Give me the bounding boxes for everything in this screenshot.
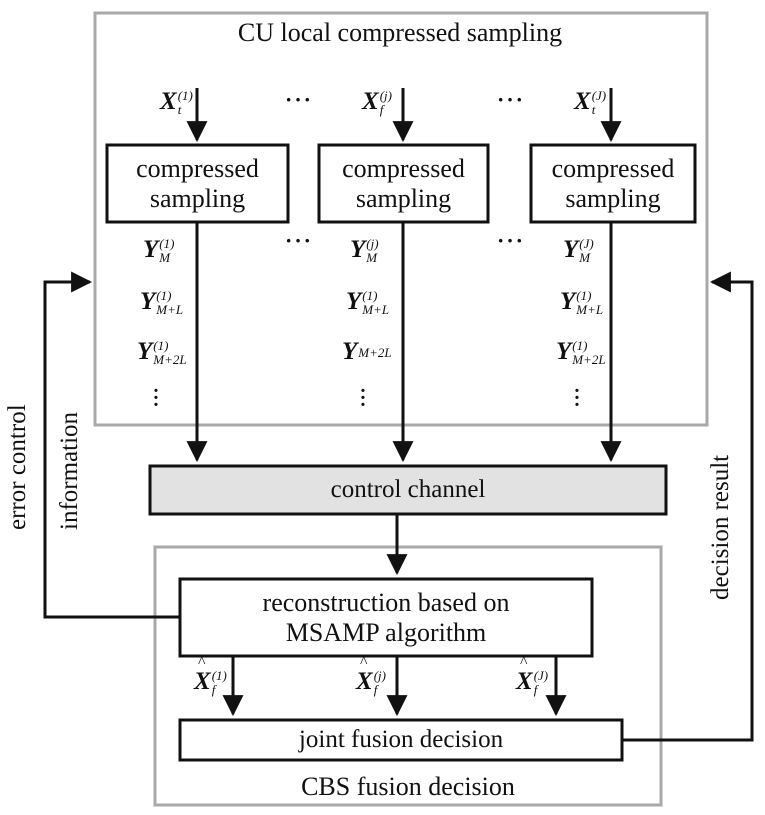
out-base-2-2: Y (346, 288, 362, 315)
compressed-sampling-label-1: compressed sampling (107, 145, 288, 222)
out-sup-1-3: (1) (153, 338, 169, 354)
output-symbol-3-3: Y(1)M+2L (556, 338, 606, 367)
out-base-2-3: Y (342, 338, 358, 365)
cs-line1-1: compressed (136, 153, 259, 183)
output-symbol-1-1: Y(1)M (143, 236, 174, 265)
input-symbol-2: X(j)f (362, 88, 392, 117)
est-sup-3: (J) (533, 668, 549, 684)
reconstruction-label: reconstruction based on MSAMP algorithm (180, 579, 592, 656)
cs-line1-3: compressed (551, 153, 675, 183)
input-sub-1: t (177, 102, 182, 118)
output-symbol-1-3: Y(1)M+2L (137, 338, 187, 367)
est-sub-1: f (211, 682, 216, 698)
out-sup-3-2: (1) (576, 288, 592, 304)
ellipsis-input-2: ··· (497, 87, 526, 112)
input-symbol-3: X(J)t (574, 88, 606, 117)
ellipsis-input-1: ··· (285, 87, 314, 112)
cs-line1-2: compressed (342, 153, 465, 183)
cs-line2-2: sampling (355, 183, 452, 213)
out-sup-3-3: (1) (572, 338, 588, 354)
out-sub-3-2: M+L (576, 302, 604, 318)
out-sub-2-1: M (366, 250, 378, 266)
input-sup-1: (1) (177, 88, 193, 104)
vertical-ellipsis-1: ··· (152, 380, 160, 416)
control-channel-label: control channel (330, 476, 486, 503)
out-sup-1-2: (1) (156, 288, 172, 304)
input-symbol-1: X(1)t (160, 88, 193, 117)
cs-line2-1: sampling (149, 183, 246, 213)
est-base-3: X (516, 654, 533, 696)
est-sub-2: f (373, 682, 378, 698)
out-sub-3-1: M (579, 250, 591, 266)
out-sub-3-3: M+2L (572, 352, 606, 368)
left-feedback-line (43, 271, 180, 619)
bottom-region-frame (153, 545, 663, 807)
compressed-sampling-label-3: compressed sampling (531, 145, 695, 222)
compressed-sampling-label-2: compressed sampling (319, 145, 488, 222)
reconstruction-line2: MSAMP algorithm (285, 617, 487, 647)
left-feedback-line1: error control (4, 404, 31, 530)
est-sup-2: (j) (373, 668, 386, 684)
top-region-frame (93, 11, 709, 427)
top-region-title: CU local compressed sampling (237, 18, 563, 47)
input-sub-3: t (591, 102, 596, 118)
left-feedback-line2: information (56, 411, 83, 530)
right-feedback-label: decision result (707, 454, 734, 600)
out-base-1-2: Y (140, 288, 156, 315)
out-base-3-2: Y (560, 288, 576, 315)
out-sub-1-3: M+2L (153, 352, 187, 368)
right-feedback-line (622, 271, 754, 742)
out-base-1-1: Y (143, 236, 159, 263)
input-sub-2: f (379, 102, 384, 118)
out-base-2-1: Y (350, 236, 366, 263)
vertical-ellipsis-3: ··· (573, 380, 581, 416)
input-sup-2: (j) (379, 88, 392, 104)
est-sub-3: f (533, 682, 538, 698)
output-symbol-1-2: Y(1)M+L (140, 288, 183, 317)
out-sup-1-1: (1) (159, 236, 175, 252)
output-symbol-2-1: Y(j)M (350, 236, 379, 265)
reconstruction-line1: reconstruction based on (262, 587, 510, 617)
out-base-1-3: Y (137, 338, 153, 365)
out-sub-1-2: M+L (156, 302, 184, 318)
out-sub-2-3: M+2L (358, 345, 392, 361)
est-base-1: X (194, 654, 211, 696)
cs-line2-3: sampling (565, 183, 661, 213)
out-base-3-3: Y (556, 338, 572, 365)
vertical-ellipsis-2: ··· (359, 380, 367, 416)
estimate-symbol-2: X(j)f (356, 654, 386, 698)
out-sub-1-1: M (159, 250, 171, 266)
ellipsis-output-1: ··· (285, 228, 314, 253)
input-base-2: X (362, 88, 379, 115)
est-sup-1: (1) (211, 668, 227, 684)
out-sup-2-2: (1) (362, 288, 378, 304)
bottom-region-title: CBS fusion decision (301, 772, 515, 801)
input-sup-3: (J) (591, 88, 607, 104)
joint-fusion-label: joint fusion decision (298, 726, 504, 753)
estimate-symbol-3: X(J)f (516, 654, 549, 698)
estimate-symbol-1: X(1)f (194, 654, 227, 698)
out-sub-2-2: M+L (362, 302, 390, 318)
est-base-2: X (356, 654, 373, 696)
ellipsis-output-2: ··· (497, 228, 526, 253)
output-symbol-2-2: Y(1)M+L (346, 288, 389, 317)
output-symbol-3-1: Y(J)M (563, 236, 594, 265)
compressed-sampling-box-3 (529, 143, 697, 224)
out-sup-2-1: (j) (366, 236, 379, 252)
input-base-1: X (160, 88, 177, 115)
control-channel-box (148, 464, 668, 516)
compressed-sampling-box-2 (317, 143, 490, 224)
out-sup-3-1: (J) (579, 236, 594, 252)
input-base-3: X (574, 88, 591, 115)
out-base-3-1: Y (563, 236, 579, 263)
output-symbol-3-2: Y(1)M+L (560, 288, 603, 317)
